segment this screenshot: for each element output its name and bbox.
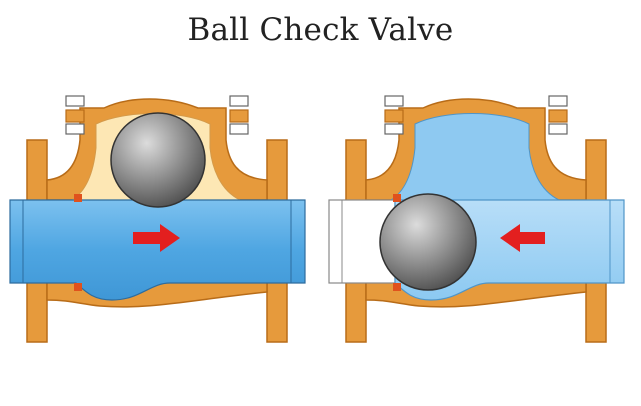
bolt-right bbox=[548, 95, 568, 135]
seat-top bbox=[393, 194, 401, 202]
seat-top bbox=[74, 194, 82, 202]
seat-bottom bbox=[393, 283, 401, 291]
seat-bottom bbox=[74, 283, 82, 291]
bolt-right bbox=[229, 95, 249, 135]
diagram-title: Ball Check Valve bbox=[187, 12, 454, 48]
bolt-left bbox=[65, 95, 85, 135]
valve-cavity bbox=[389, 113, 560, 201]
closed-valve bbox=[328, 95, 625, 343]
flow-arrow-right bbox=[133, 224, 180, 252]
ball bbox=[379, 193, 477, 291]
ball bbox=[110, 112, 206, 208]
open-valve bbox=[9, 95, 306, 343]
flow-arrow-left bbox=[500, 224, 545, 252]
bolt-left bbox=[384, 95, 404, 135]
